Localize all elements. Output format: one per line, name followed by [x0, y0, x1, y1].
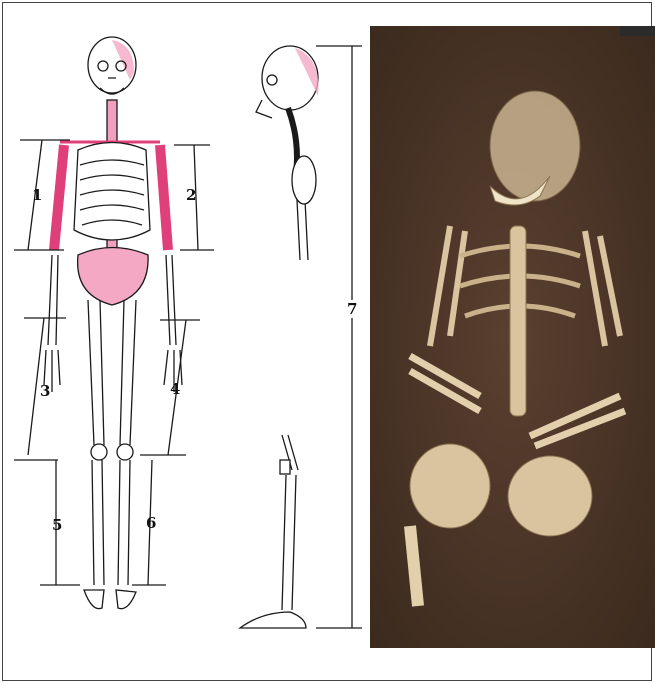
label-2: 2 [186, 186, 196, 204]
label-3: 3 [40, 382, 50, 400]
label-5: 5 [52, 516, 62, 534]
label-7: 7 [345, 300, 359, 318]
rib-cage-front [74, 143, 150, 241]
label-6: 6 [146, 514, 156, 532]
excavation-photo [370, 26, 655, 648]
pelvis-front [78, 248, 148, 306]
label-4: 4 [170, 380, 180, 398]
skeleton-drawing [0, 0, 370, 684]
label-1: 1 [32, 186, 42, 204]
